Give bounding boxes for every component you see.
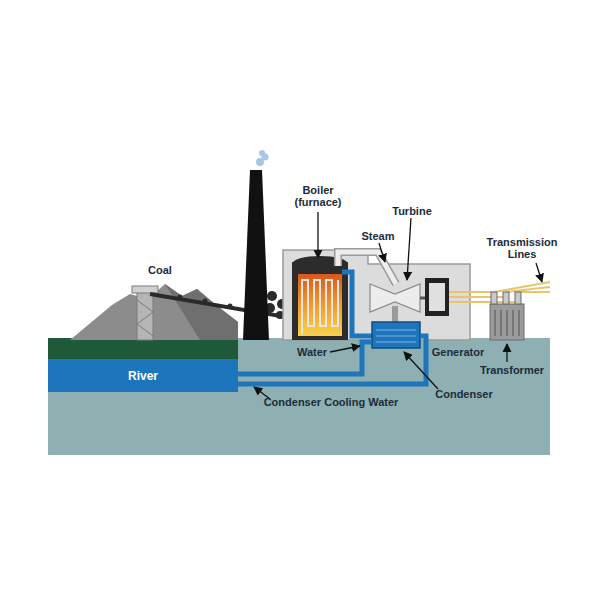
boiler: [292, 262, 348, 340]
conveyor-tower-bracing: [137, 300, 153, 336]
river-band: River: [48, 359, 238, 392]
part-label: Condenser Cooling Water: [256, 396, 406, 408]
coal-lumps: [178, 291, 288, 319]
steam-pipe: [338, 252, 396, 284]
part-label: Generator: [423, 346, 493, 358]
condenser-coils: [376, 330, 416, 342]
river-bank: [48, 338, 238, 359]
part-label: Transmission Lines: [480, 236, 564, 260]
transformer: [490, 304, 524, 340]
chimney: [243, 170, 269, 340]
insulators: [491, 292, 521, 304]
part-label: Turbine: [382, 205, 442, 217]
steam-pipe-inner: [338, 252, 396, 284]
conveyor-tower: [137, 292, 153, 340]
part-label: Transformer: [467, 364, 557, 376]
part-label: Steam: [353, 230, 403, 242]
furnace-fire: [298, 274, 342, 336]
cooling-water-inlet: [238, 342, 372, 374]
generator: [425, 278, 449, 316]
exhaust-duct: [392, 306, 398, 322]
power-lines: [449, 282, 550, 304]
node-label: River: [128, 369, 158, 383]
part-label: Boiler (furnace): [288, 184, 348, 208]
transformer-fins: [495, 310, 519, 336]
part-label: Condenser: [424, 388, 504, 400]
smoke: [256, 150, 269, 166]
cooling-water-outlet: [238, 336, 426, 384]
conveyor-hopper: [132, 286, 158, 293]
part-label: Water: [287, 346, 337, 358]
generator-face: [429, 283, 445, 311]
feedwater-pipe: [342, 272, 372, 336]
coal-pile: [70, 284, 238, 340]
condenser: [372, 322, 420, 348]
part-label: Coal: [130, 264, 190, 276]
coal-pile-shade: [165, 284, 238, 340]
boiler-tubes: [302, 280, 338, 334]
ground: [48, 338, 550, 455]
